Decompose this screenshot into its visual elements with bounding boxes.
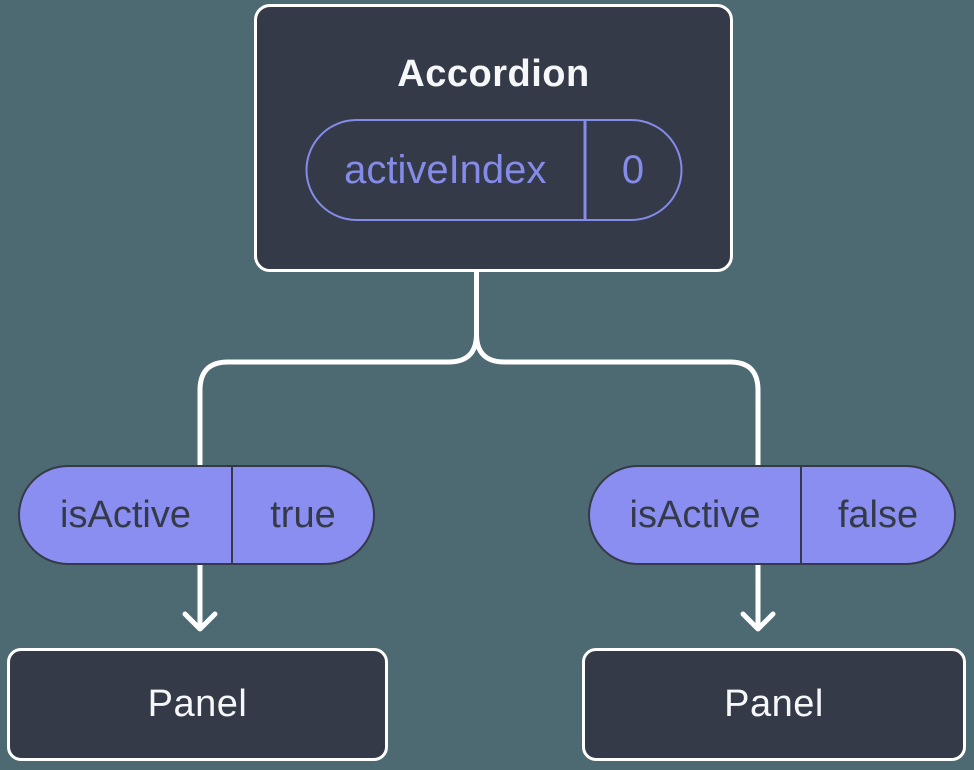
pill-divider bbox=[800, 467, 802, 563]
state-pill: activeIndex 0 bbox=[305, 119, 682, 221]
state-name-label: activeIndex bbox=[344, 147, 547, 192]
node-title: Accordion bbox=[397, 53, 590, 95]
node-title: Panel bbox=[147, 683, 248, 725]
node-title: Panel bbox=[724, 683, 824, 725]
pill-divider bbox=[231, 467, 233, 563]
connector-right-branch bbox=[474, 267, 761, 631]
prop-pill-left: isActive true bbox=[18, 465, 375, 565]
arrow-down-icon bbox=[182, 611, 218, 632]
arrow-down-icon bbox=[740, 611, 776, 632]
accordion-node: Accordion activeIndex 0 bbox=[254, 4, 733, 272]
panel-node-right: Panel bbox=[582, 648, 966, 761]
panel-node-left: Panel bbox=[7, 648, 388, 761]
prop-value-label: false bbox=[837, 493, 919, 536]
prop-name-label: isActive bbox=[629, 493, 761, 536]
prop-value-label: true bbox=[270, 493, 336, 536]
state-value-label: 0 bbox=[621, 147, 645, 192]
connector-left-branch bbox=[197, 267, 479, 631]
pill-divider bbox=[583, 121, 586, 219]
prop-name-label: isActive bbox=[60, 493, 191, 536]
prop-pill-right: isActive false bbox=[588, 465, 956, 565]
